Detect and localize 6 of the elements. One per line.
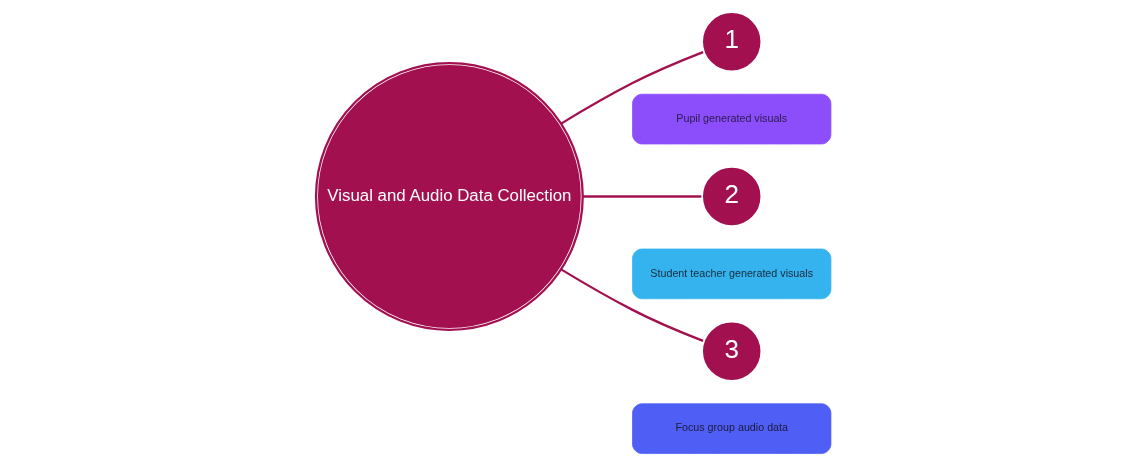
connector (560, 51, 704, 125)
connector (560, 268, 704, 342)
node-box: Student teacher generated visuals (632, 248, 832, 300)
node-box: Pupil generated visuals (632, 93, 832, 145)
node-box: Focus group audio data (632, 403, 832, 454)
connector (582, 195, 702, 198)
